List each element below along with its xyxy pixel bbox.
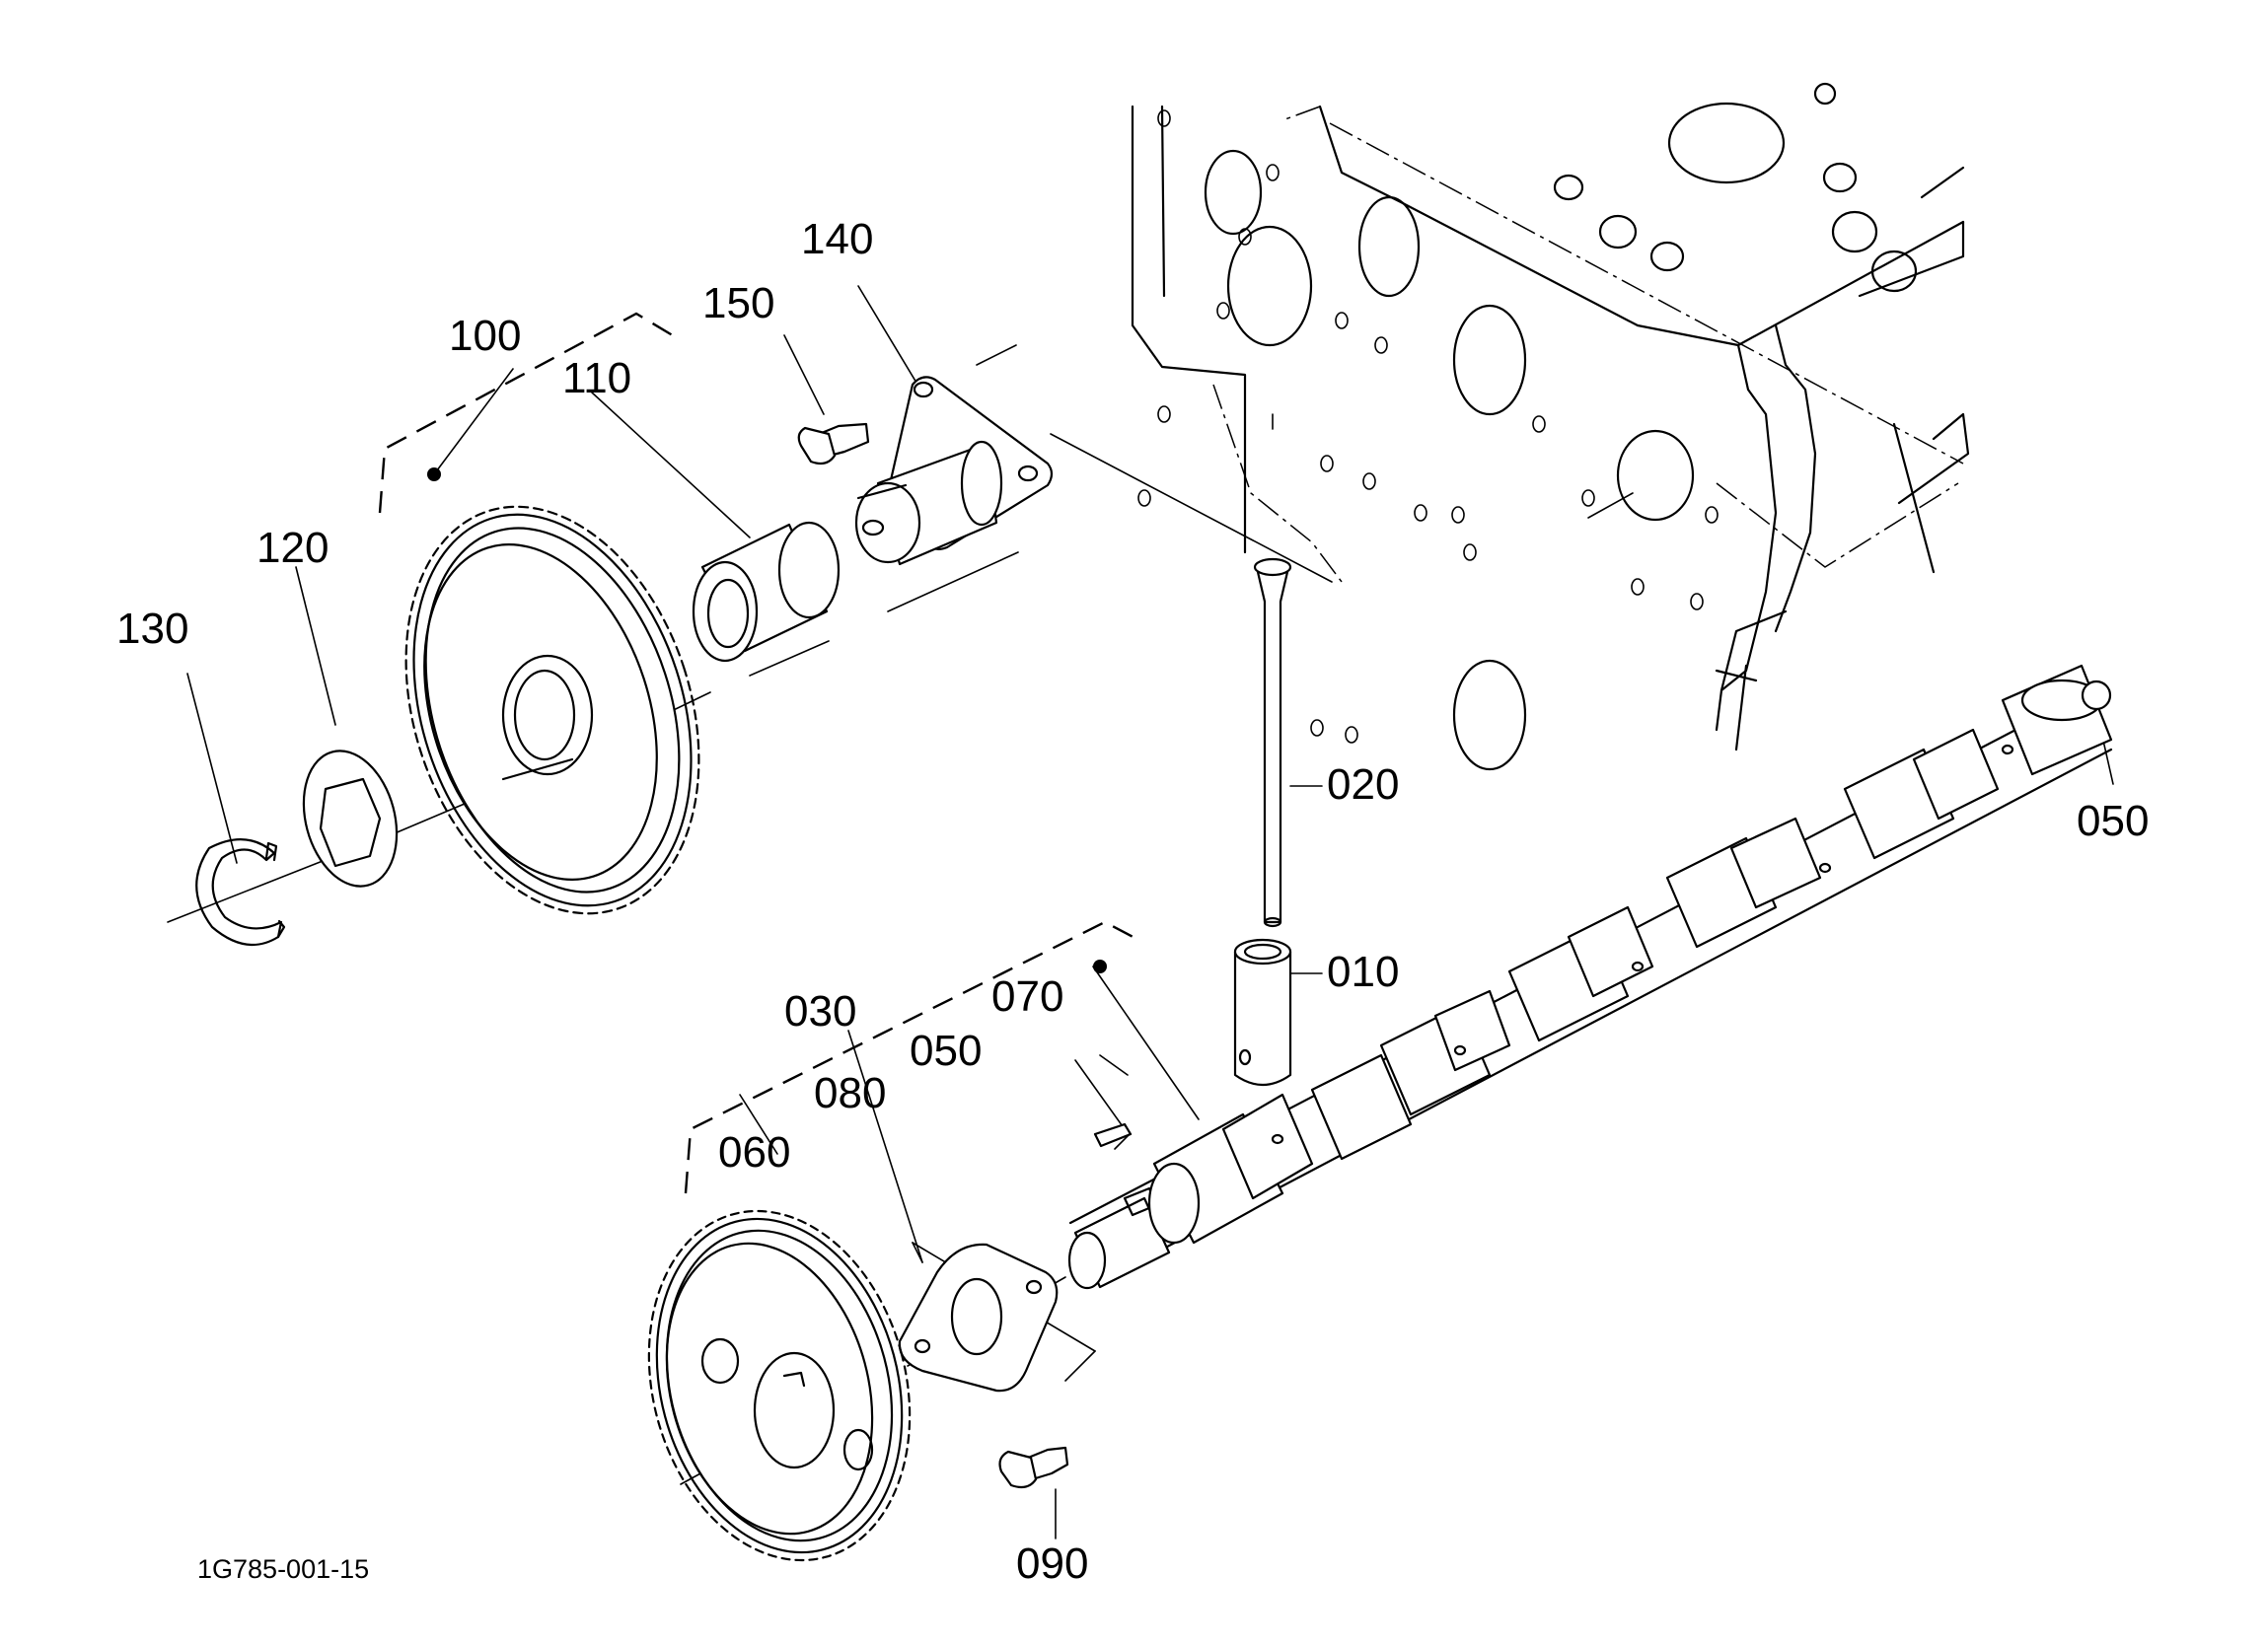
leader-lines	[167, 285, 2114, 1539]
callout-100: 100	[449, 312, 521, 360]
thrust-washer-120	[302, 750, 399, 888]
cam-gear-060	[647, 1209, 912, 1562]
camshaft	[1067, 664, 2113, 1290]
callout-050-lower: 050	[910, 1027, 982, 1075]
idle-gear-shaft-140	[854, 376, 1054, 566]
callout-070: 070	[991, 972, 1063, 1021]
callout-050-upper: 050	[2077, 797, 2149, 845]
bushing-110	[692, 521, 841, 663]
push-rod-020	[1253, 557, 1292, 928]
idle-gear-100	[404, 505, 700, 915]
callout-060: 060	[718, 1128, 790, 1177]
marker-dot-100	[427, 467, 441, 481]
marker-dot-030	[1093, 960, 1107, 973]
engine-block-outline	[1131, 82, 1970, 771]
callout-010: 010	[1327, 948, 1399, 996]
callout-090: 090	[1016, 1539, 1088, 1588]
callout-140: 140	[801, 215, 873, 263]
callout-030: 030	[784, 987, 856, 1036]
bolt-090	[998, 1446, 1069, 1489]
callout-080: 080	[814, 1069, 886, 1117]
tappet-010	[1233, 938, 1292, 1086]
callout-020: 020	[1327, 760, 1399, 809]
circlip-130	[195, 838, 286, 947]
callout-120: 120	[256, 524, 329, 572]
callout-130: 130	[116, 605, 188, 653]
callout-150: 150	[702, 279, 774, 327]
thrust-plate-080	[898, 1243, 1059, 1393]
key-070	[1093, 1122, 1133, 1148]
callout-110: 110	[562, 354, 631, 402]
ball-050	[2081, 680, 2112, 711]
bolt-150	[797, 422, 870, 465]
group-bracket-100	[378, 312, 682, 514]
drawing-code: 1G785-001-15	[197, 1554, 369, 1584]
group-bracket-030	[684, 920, 1143, 1194]
